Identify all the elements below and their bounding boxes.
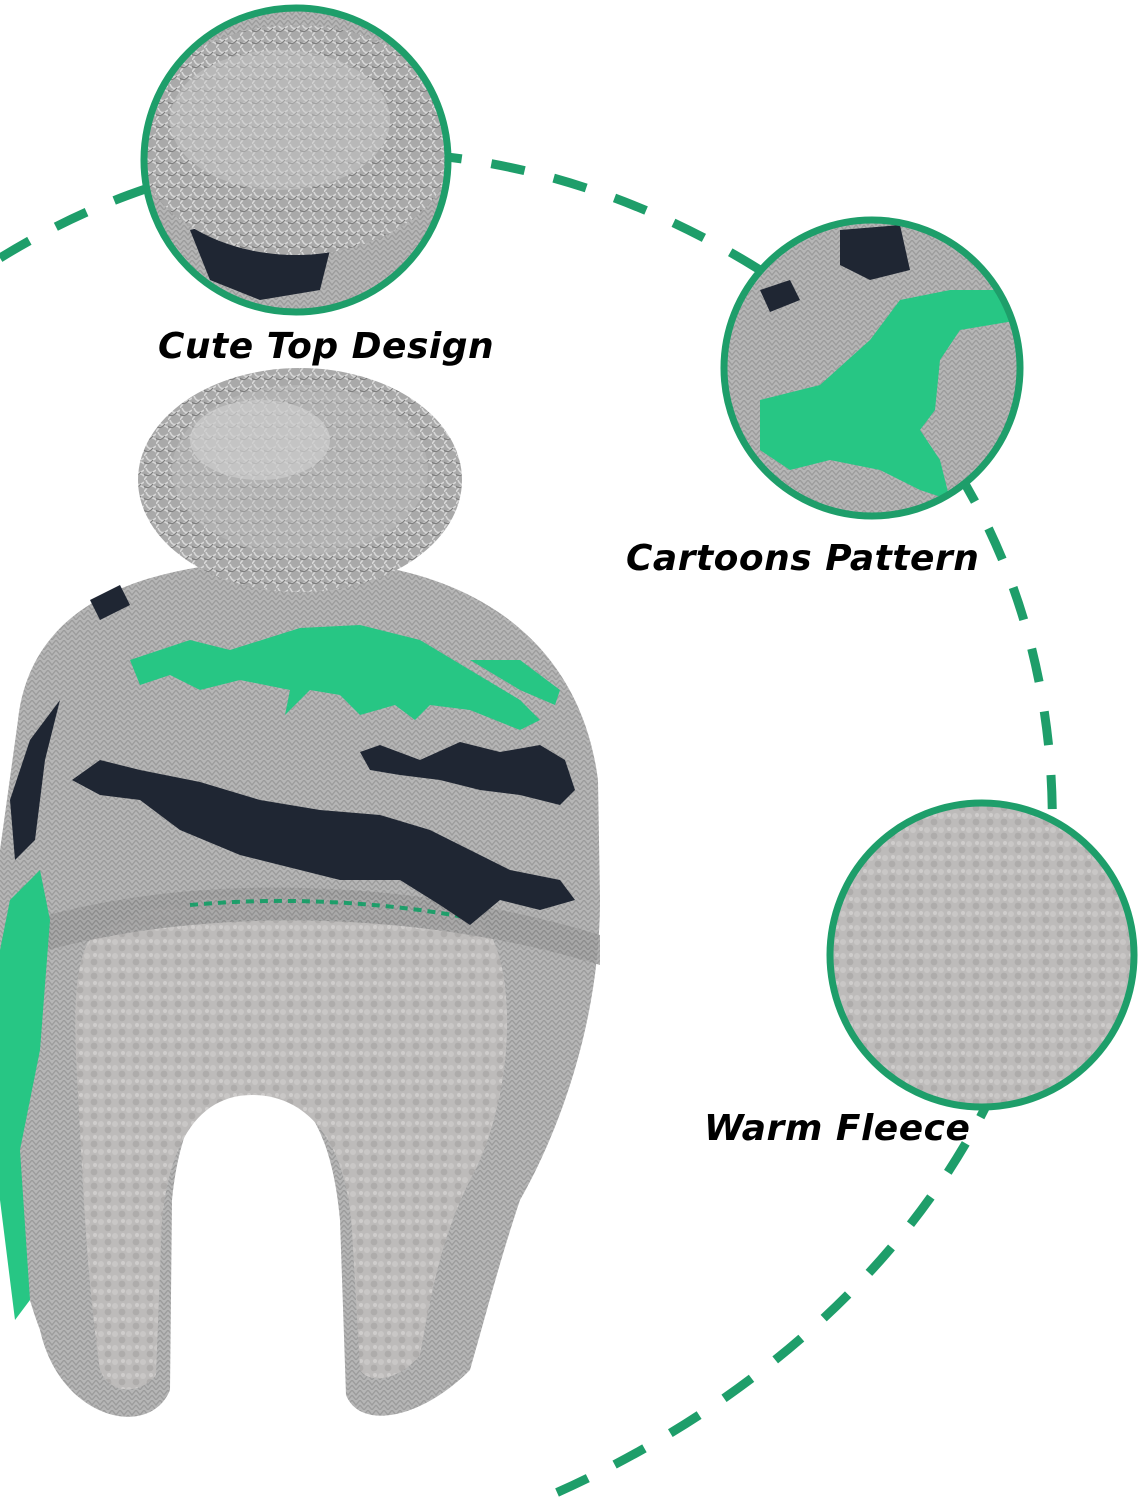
label-cute-top-design: Cute Top Design — [158, 326, 495, 367]
beanie-hat — [0, 560, 600, 1417]
label-cartoons-pattern: Cartoons Pattern — [626, 538, 980, 579]
callout-top-design — [140, 4, 452, 316]
label-warm-fleece: Warm Fleece — [704, 1108, 971, 1149]
callout-pattern — [720, 216, 1024, 520]
pom-pom — [138, 368, 462, 592]
green-dinosaur-pattern — [0, 625, 560, 1320]
fleece-lining — [75, 895, 508, 1390]
callout-fleece — [826, 799, 1138, 1111]
navy-dinosaur-pattern — [10, 585, 575, 925]
